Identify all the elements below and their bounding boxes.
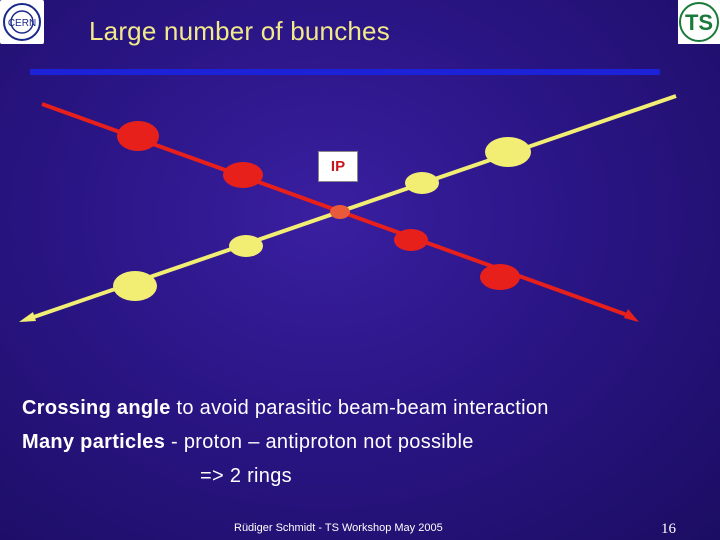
yellow-bunch [113, 271, 157, 301]
ts-logo-text: TS [685, 10, 713, 35]
slide-title: Large number of bunches [89, 16, 390, 46]
red-bunch [480, 264, 520, 290]
title-rule [30, 69, 660, 75]
crossing-angle-bold: Crossing angle [22, 397, 171, 419]
text-line-crossing-angle: Crossing angle to avoid parasitic beam-b… [22, 397, 549, 420]
page-number: 16 [661, 521, 676, 537]
red-beam-arrowhead [624, 309, 639, 322]
footer-text: Rüdiger Schmidt - TS Workshop May 2005 [234, 522, 443, 534]
yellow-beam-arrowhead [19, 312, 36, 322]
ip-label: IP [318, 151, 358, 182]
yellow-bunch [485, 137, 531, 167]
red-bunch [117, 121, 159, 151]
text-line-many-particles: Many particles - proton – antiproton not… [22, 431, 474, 454]
red-bunch [223, 162, 263, 188]
cern-logo: CERN [0, 0, 44, 44]
ts-logo: TS [678, 0, 720, 44]
many-particles-rest: - proton – antiproton not possible [165, 431, 474, 453]
text-line-two-rings: => 2 rings [200, 465, 292, 487]
crossing-angle-rest: to avoid parasitic beam-beam interaction [170, 397, 549, 419]
yellow-bunch [405, 172, 439, 194]
interaction-point [330, 205, 350, 219]
red-bunch [394, 229, 428, 251]
many-particles-bold: Many particles [22, 431, 166, 453]
yellow-bunch [229, 235, 263, 257]
cern-logo-text: CERN [8, 18, 36, 29]
